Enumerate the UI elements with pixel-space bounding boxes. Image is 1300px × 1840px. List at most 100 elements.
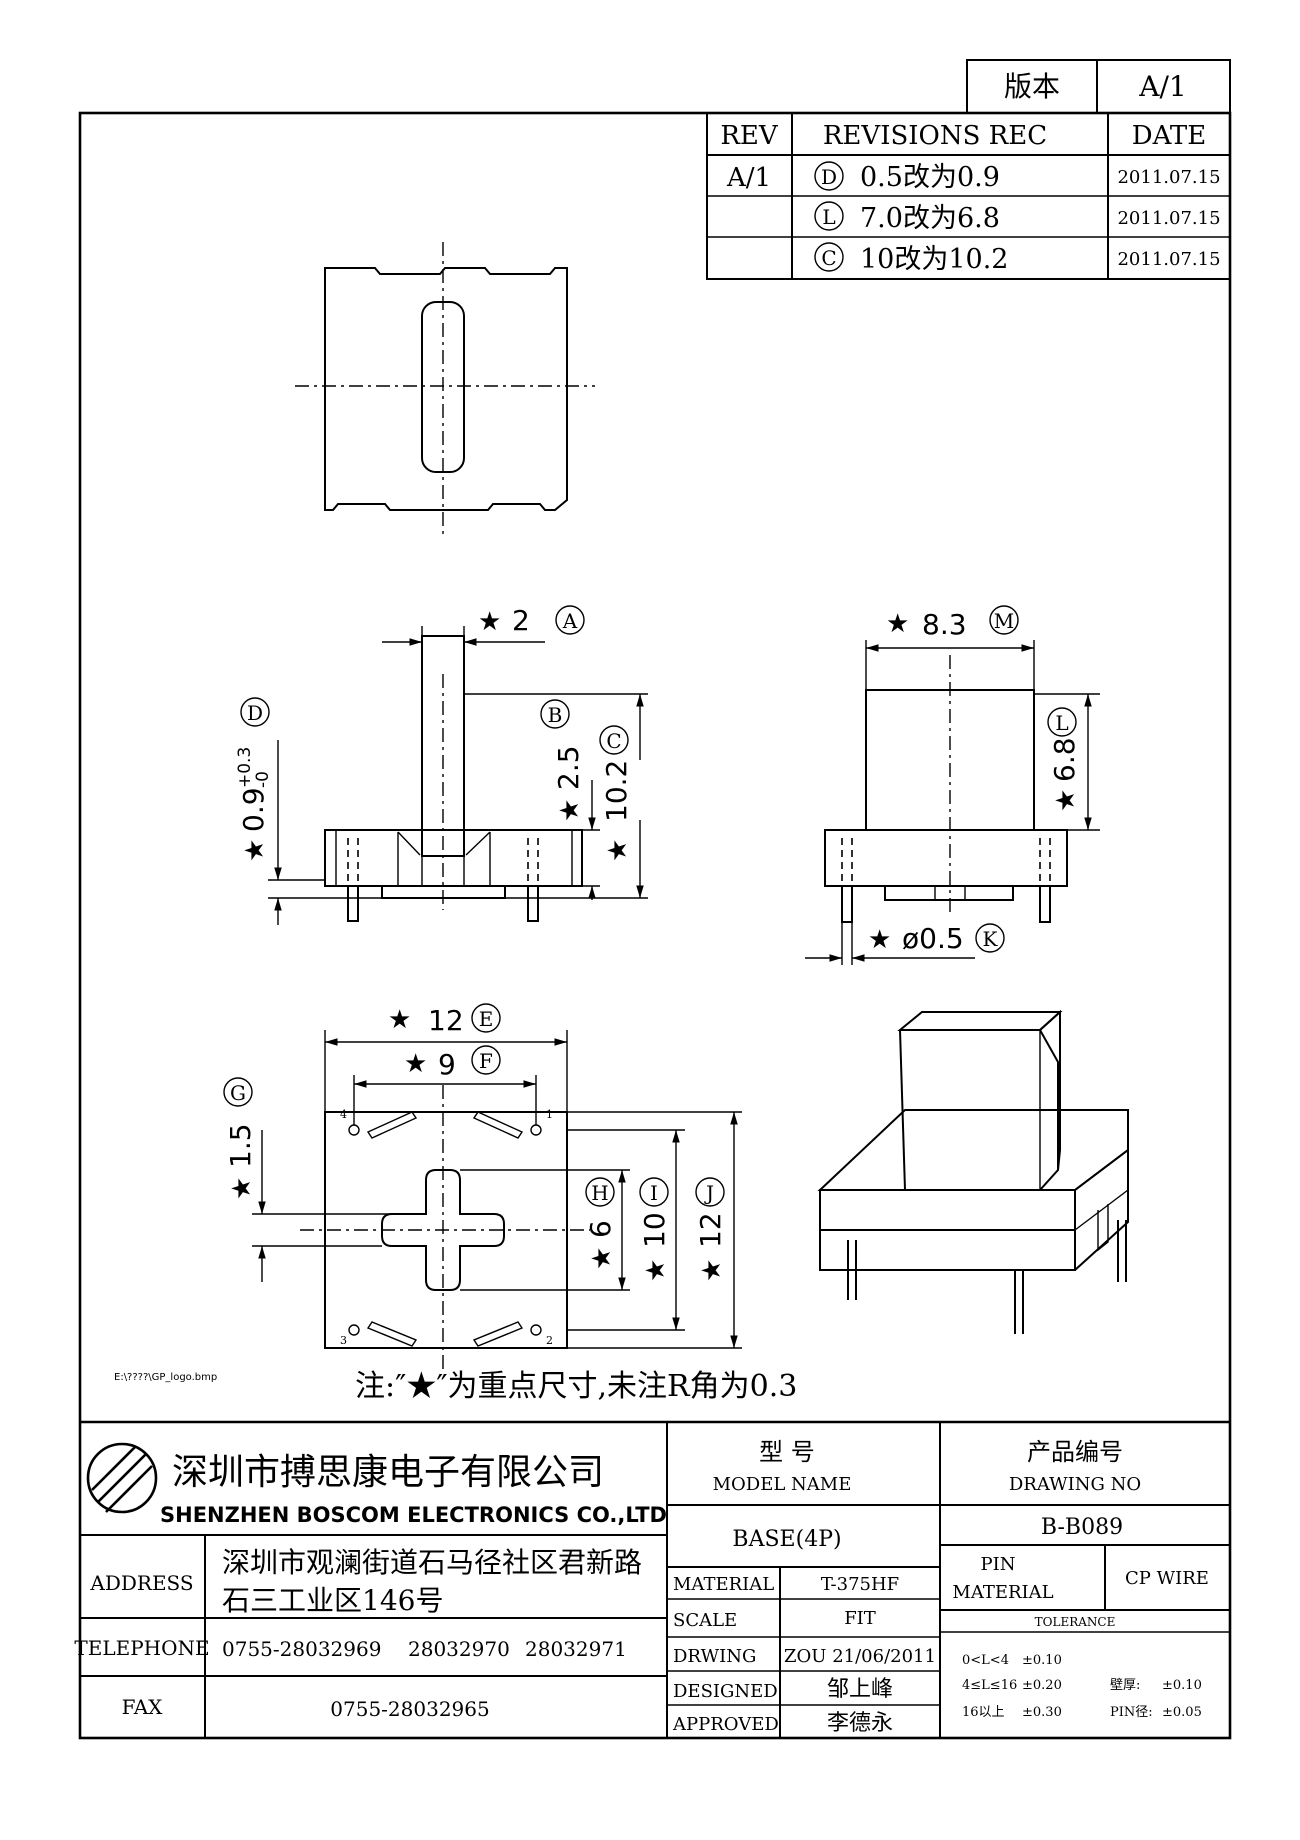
dim-c-value: 10.2 bbox=[600, 760, 633, 822]
revision-row-3-mark: C bbox=[821, 246, 836, 270]
pin-number-1: 1 bbox=[546, 1108, 553, 1121]
revision-row-2-text: 7.0改为6.8 bbox=[860, 203, 1000, 234]
dim-h-value: 6 bbox=[584, 1220, 617, 1238]
dim-c-mark: C bbox=[606, 729, 621, 753]
company-name-cn: 深圳市搏思康电子有限公司 bbox=[172, 1452, 604, 1493]
dim-m-mark: M bbox=[994, 609, 1014, 633]
fax-label: FAX bbox=[122, 1695, 164, 1719]
rev-header: REV bbox=[720, 121, 779, 151]
circle-mark-d bbox=[814, 161, 844, 191]
dim-d-mark: D bbox=[247, 701, 263, 725]
dim-h-mark: H bbox=[591, 1181, 608, 1205]
dim-d-value: 0.9 bbox=[237, 787, 270, 832]
dim-h-star: ★ bbox=[587, 1247, 617, 1270]
tolerance-row-1-value: ±0.10 bbox=[1022, 1653, 1062, 1668]
revision-row-3-date: 2011.07.15 bbox=[1117, 249, 1220, 270]
dim-j-mark: J bbox=[704, 1181, 714, 1205]
dim-m-value: 8.3 bbox=[922, 608, 967, 641]
dim-b-mark: B bbox=[548, 703, 563, 727]
drwing-value: ZOU 21/06/2011 bbox=[784, 1646, 936, 1667]
dim-i-mark: I bbox=[650, 1181, 658, 1205]
dim-l-star: ★ bbox=[1051, 789, 1081, 812]
drawing-no-label-en: DRAWING NO bbox=[1009, 1474, 1141, 1495]
model-label-en: MODEL NAME bbox=[713, 1474, 852, 1495]
drawing-no-label-cn: 产品编号 bbox=[1027, 1438, 1123, 1466]
wall-thickness-value: ±0.10 bbox=[1162, 1678, 1202, 1693]
material-label: MATERIAL bbox=[673, 1574, 774, 1595]
telephone-3: 28032971 bbox=[525, 1637, 627, 1661]
side-view: ★ 8.3 M L 6.8 ★ ★ ø0.5 K bbox=[805, 605, 1100, 965]
pin-material-label-1: PIN bbox=[981, 1554, 1016, 1575]
telephone-label: TELEPHONE bbox=[74, 1636, 209, 1660]
dim-d-star: ★ bbox=[240, 839, 270, 862]
revision-table: REV REVISIONS REC DATE A/1 D 0.5改为0.9 20… bbox=[706, 112, 1231, 280]
tolerance-row-2-value: ±0.20 bbox=[1022, 1678, 1062, 1693]
drawing-no-value: B-B089 bbox=[1041, 1515, 1123, 1540]
bottom-view-cross bbox=[381, 1169, 505, 1291]
company-name-en: SHENZHEN BOSCOM ELECTRONICS CO.,LTD bbox=[160, 1503, 667, 1527]
model-label-cn: 型 号 bbox=[759, 1438, 815, 1466]
version-label: 版本 bbox=[1004, 70, 1060, 103]
dim-j-value: 12 bbox=[694, 1212, 727, 1248]
top-view bbox=[295, 242, 595, 535]
designed-label: DESIGNED bbox=[673, 1681, 778, 1702]
dim-a-mark: A bbox=[562, 609, 578, 633]
dim-k-mark: K bbox=[983, 927, 999, 951]
revision-row-1-mark: D bbox=[821, 165, 837, 189]
dim-g-value: 1.5 bbox=[224, 1123, 257, 1168]
company-logo bbox=[86, 1442, 158, 1514]
dim-m-star: ★ bbox=[886, 609, 909, 639]
dim-b-star: ★ bbox=[555, 799, 585, 822]
version-value: A/1 bbox=[1138, 70, 1186, 103]
address-line-1: 深圳市观澜街道石马径社区君新路 bbox=[222, 1546, 642, 1579]
dim-k-star: ★ bbox=[868, 925, 891, 955]
drawing-frame bbox=[78, 111, 1232, 1740]
pin-diameter-value: ±0.05 bbox=[1162, 1705, 1202, 1720]
dim-b-value: 2.5 bbox=[552, 745, 585, 790]
designed-value: 邹上峰 bbox=[827, 1677, 893, 1702]
telephone-2: 28032970 bbox=[408, 1637, 510, 1661]
scale-value: FIT bbox=[844, 1608, 876, 1629]
pin-diameter-label: PIN径: bbox=[1110, 1705, 1153, 1720]
dim-l-value: 6.8 bbox=[1048, 737, 1081, 782]
dim-f-mark: F bbox=[479, 1049, 493, 1073]
circle-mark-l bbox=[814, 201, 844, 231]
dim-d-tol-minus: -0 bbox=[253, 771, 273, 788]
telephone-1: 0755-28032969 bbox=[222, 1637, 381, 1661]
logo-file-path: E:\????\GP_logo.bmp bbox=[114, 1372, 217, 1383]
revision-row-2-date: 2011.07.15 bbox=[1117, 208, 1220, 229]
tolerance-row-2-range: 4≤L≤16 bbox=[962, 1678, 1017, 1693]
dim-a-value: 2 bbox=[512, 604, 530, 637]
revision-row-1-rev: A/1 bbox=[726, 163, 771, 193]
material-value: T-375HF bbox=[821, 1574, 899, 1595]
isometric-view bbox=[817, 1009, 1129, 1334]
scale-label: SCALE bbox=[673, 1610, 737, 1631]
bottom-view: 4 1 3 2 ★ 12 E ★ 9 F G 1.5 ★ bbox=[223, 1003, 742, 1370]
revision-row-1-date: 2011.07.15 bbox=[1117, 167, 1220, 188]
circle-mark-c bbox=[814, 242, 844, 272]
date-header: DATE bbox=[1132, 121, 1207, 151]
drwing-label: DRWING bbox=[673, 1646, 756, 1667]
revision-row-1-text: 0.5改为0.9 bbox=[860, 162, 1000, 193]
pin-number-4: 4 bbox=[340, 1108, 347, 1121]
dim-j-star: ★ bbox=[697, 1259, 727, 1282]
tolerance-title: TOLERANCE bbox=[1035, 1615, 1116, 1629]
note-text: 注:″★″为重点尺寸,未注R角为0.3 bbox=[355, 1369, 797, 1404]
front-view: ★ 2 A B 2.5 ★ C 10.2 ★ D 0.9 +0.3 -0 ★ bbox=[235, 604, 648, 925]
dim-f-value: 9 bbox=[438, 1048, 456, 1081]
dim-c-star: ★ bbox=[603, 839, 633, 862]
address-label: ADDRESS bbox=[89, 1571, 193, 1595]
title-block: 深圳市搏思康电子有限公司 SHENZHEN BOSCOM ELECTRONICS… bbox=[74, 1420, 1230, 1738]
approved-value: 李德永 bbox=[827, 1711, 893, 1736]
dim-g-mark: G bbox=[230, 1081, 246, 1105]
dim-i-value: 10 bbox=[638, 1212, 671, 1248]
dim-g-star: ★ bbox=[227, 1177, 257, 1200]
dim-e-mark: E bbox=[479, 1007, 494, 1031]
pin-number-2: 2 bbox=[546, 1334, 553, 1347]
tolerance-row-3-value: ±0.30 bbox=[1022, 1705, 1062, 1720]
pin-material-label-2: MATERIAL bbox=[952, 1582, 1053, 1603]
revision-row-2-mark: L bbox=[822, 205, 835, 229]
dim-f-star: ★ bbox=[404, 1049, 427, 1079]
dim-l-mark: L bbox=[1055, 711, 1068, 735]
